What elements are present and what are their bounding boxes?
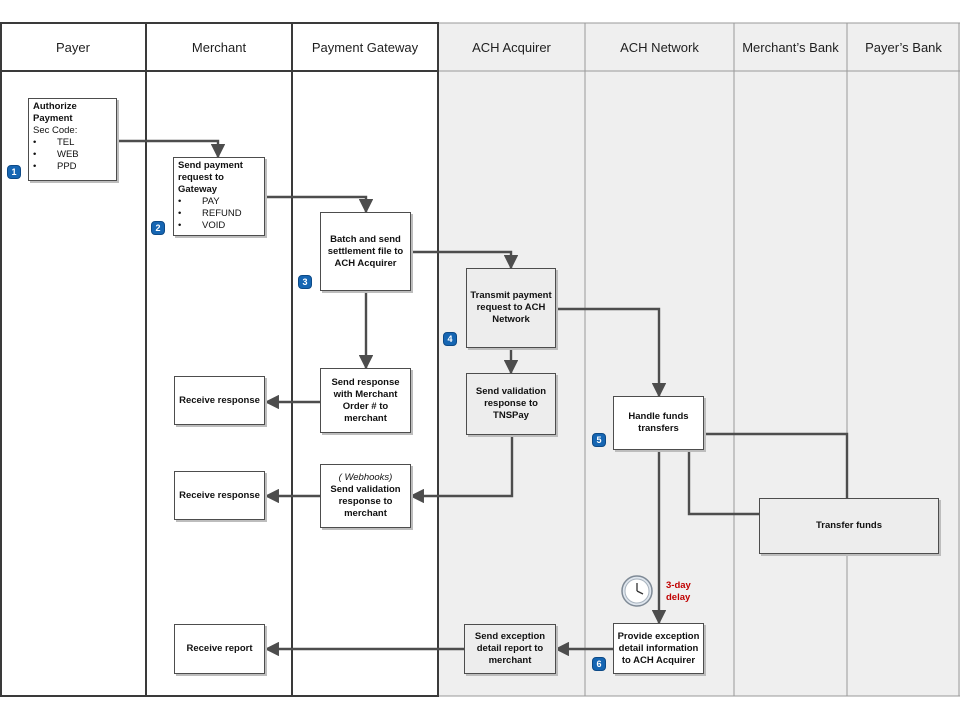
lane-header-merchants-bank: Merchant’s Bank bbox=[742, 39, 839, 55]
arrow-validation-to-webhooks bbox=[409, 435, 514, 504]
authorize-sec-code: Sec Code: bbox=[33, 125, 78, 136]
arrow-transmit-to-handle-funds bbox=[556, 307, 667, 398]
lane-header-payment-gateway: Payment Gateway bbox=[311, 39, 419, 55]
step-badge-4: 4 bbox=[443, 332, 457, 346]
list-item: VOID bbox=[178, 220, 242, 232]
arrow-handle-to-transfer bbox=[704, 432, 855, 516]
box-handle-funds: Handle funds transfers bbox=[613, 396, 704, 450]
lane-header-payers-bank: Payer’s Bank bbox=[865, 39, 942, 55]
box-receive-response-2: Receive response bbox=[174, 471, 265, 520]
box-send-response: Send response with Merchant Order # to m… bbox=[320, 368, 411, 433]
authorize-title: Authorize Payment bbox=[33, 101, 77, 124]
list-item: PAY bbox=[178, 196, 242, 208]
box-send-exception-report: Send exception detail report to merchant bbox=[464, 624, 556, 674]
step-badge-3: 3 bbox=[298, 275, 312, 289]
delay-label: 3-day delay bbox=[666, 580, 691, 604]
box-webhooks-validation: ( Webhooks) Send validation response to … bbox=[320, 464, 411, 528]
webhooks-text: Send validation response to merchant bbox=[330, 484, 401, 519]
step-badge-1: 1 bbox=[7, 165, 21, 179]
list-item: WEB bbox=[33, 149, 79, 161]
arrow-batch-to-transmit bbox=[410, 250, 519, 270]
request-type-list: PAY REFUND VOID bbox=[178, 196, 242, 232]
left-frame bbox=[0, 22, 439, 697]
lane-header-merchant: Merchant bbox=[191, 39, 247, 55]
delay-line-1: 3-day bbox=[666, 580, 691, 591]
sec-code-list: TEL WEB PPD bbox=[33, 137, 79, 173]
step-badge-2: 2 bbox=[151, 221, 165, 235]
box-transmit-payment: Transmit payment request to ACH Network bbox=[466, 268, 556, 348]
box-send-validation-tnspay: Send validation response to TNSPay bbox=[466, 373, 556, 435]
box-send-payment-request: Send payment request to Gateway PAY REFU… bbox=[173, 157, 265, 236]
list-item: REFUND bbox=[178, 208, 242, 220]
box-transfer-funds: Transfer funds bbox=[759, 498, 939, 554]
grey-lane-area bbox=[438, 23, 960, 696]
lane-header-ach-acquirer: ACH Acquirer bbox=[472, 39, 551, 55]
arrow-authorize-to-request bbox=[87, 139, 226, 159]
list-item: PPD bbox=[33, 161, 79, 173]
delay-line-2: delay bbox=[666, 592, 691, 603]
webhooks-note: ( Webhooks) bbox=[338, 472, 393, 483]
send-request-title: Send payment request to Gateway bbox=[178, 160, 243, 195]
box-provide-exception: Provide exception detail information to … bbox=[613, 623, 704, 674]
lane-header-ach-network: ACH Network bbox=[620, 39, 699, 55]
clock-icon bbox=[621, 575, 653, 607]
box-receive-report: Receive report bbox=[174, 624, 265, 674]
list-item: TEL bbox=[33, 137, 79, 149]
step-badge-5: 5 bbox=[592, 433, 606, 447]
box-authorize-payment: Authorize Payment Sec Code: TEL WEB PPD bbox=[28, 98, 117, 181]
box-receive-response-1: Receive response bbox=[174, 376, 265, 425]
lane-header-payer: Payer bbox=[56, 39, 90, 55]
step-badge-6: 6 bbox=[592, 657, 606, 671]
arrow-request-to-batch bbox=[264, 195, 374, 214]
box-batch-settlement: Batch and send settlement file to ACH Ac… bbox=[320, 212, 411, 291]
